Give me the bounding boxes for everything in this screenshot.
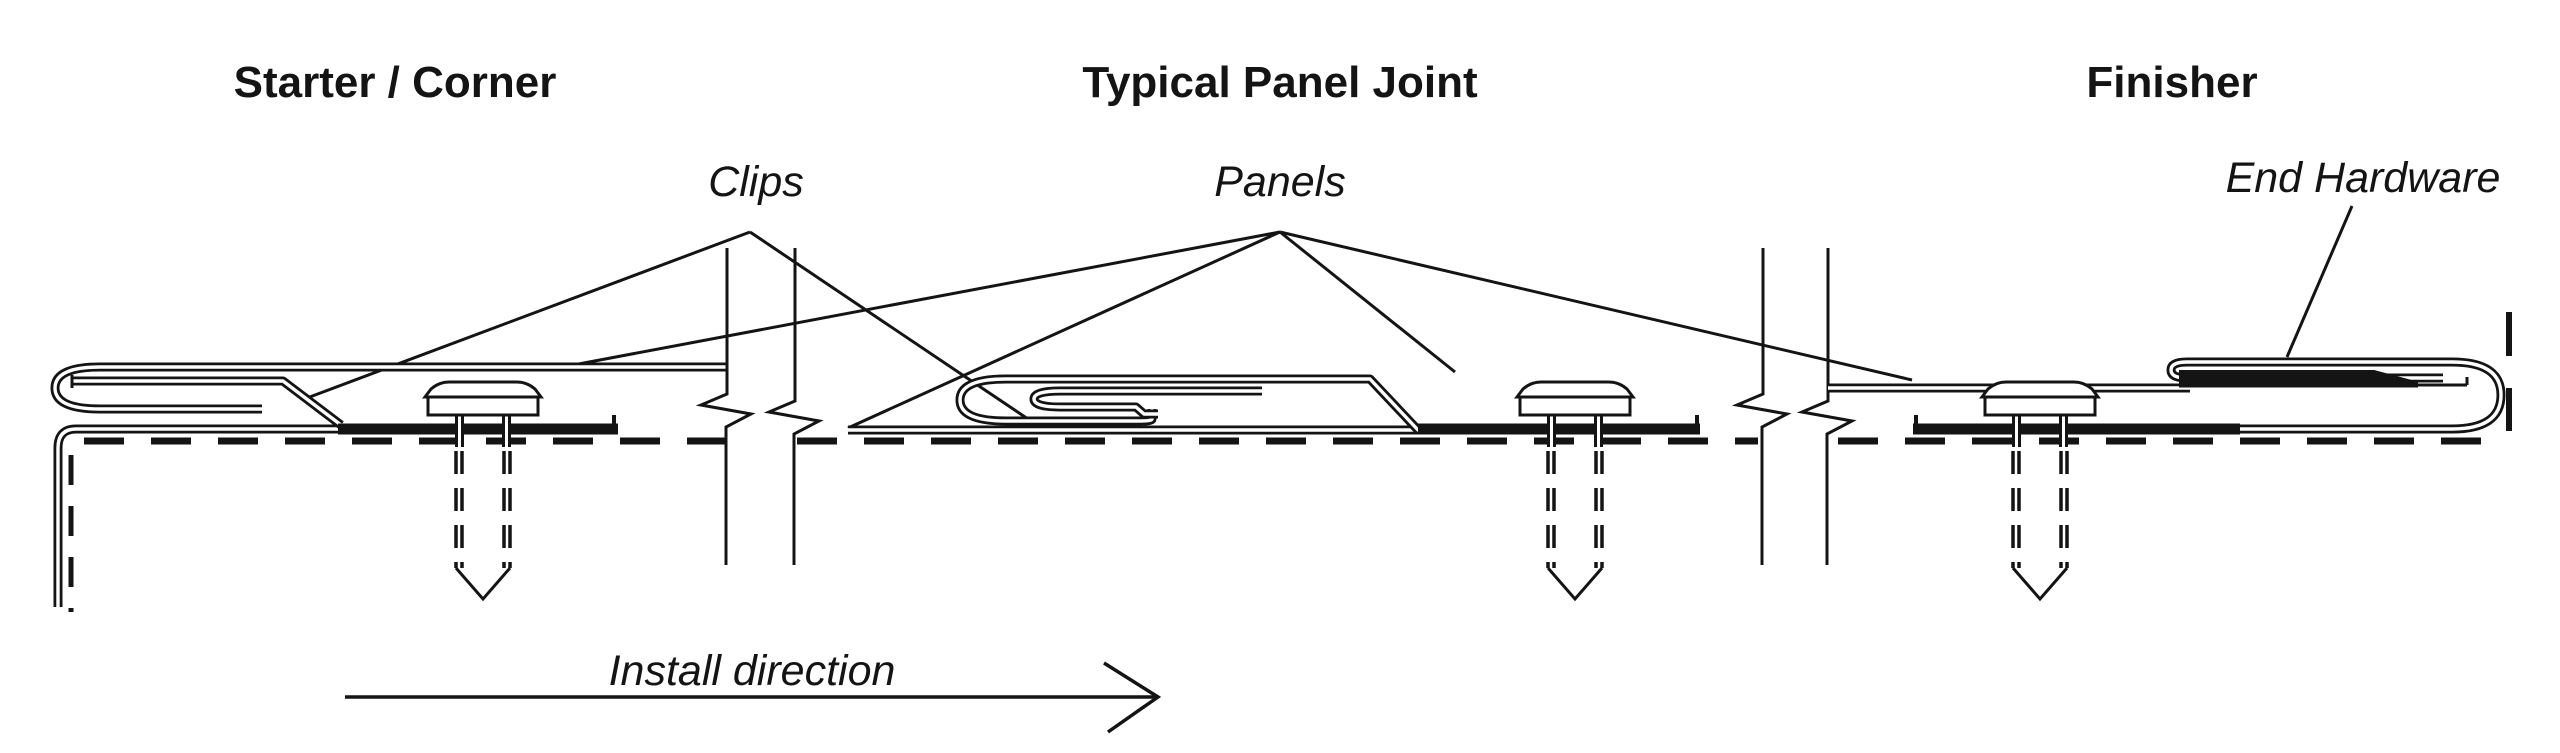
section-heading-starter-corner: Starter / Corner	[234, 58, 557, 107]
end-hardware-leader-line	[2285, 205, 2354, 358]
break-line	[695, 248, 756, 565]
starter-cleat-line	[72, 376, 344, 429]
clips-leader-to-starter-clip	[306, 230, 751, 400]
panels-leader-lines	[567, 230, 1913, 430]
callout-end-hardware-label: End Hardware	[2226, 154, 2501, 202]
starter-corner-profile	[50, 362, 727, 612]
section-heading-typical-panel-joint: Typical Panel Joint	[1082, 58, 1478, 107]
panels-leader-to-panel-pan	[847, 230, 1281, 430]
break-line	[763, 248, 824, 565]
typical-panel-joint-profile	[848, 374, 1700, 435]
section-heading-finisher: Finisher	[2086, 58, 2257, 107]
install-direction-annotation: Install direction	[345, 647, 1162, 734]
finisher-profile	[1828, 312, 2512, 435]
break-lines-right	[1731, 248, 1857, 565]
clips-leader-to-joint-clip	[749, 230, 1029, 421]
install-direction-label: Install direction	[609, 647, 896, 695]
clip-fastener-finisher	[1982, 382, 2098, 599]
panels-leader-to-starter-panel	[567, 230, 1281, 368]
clips-leader-lines	[306, 230, 1029, 421]
panel-hem-inner-line	[1029, 386, 1262, 419]
panels-leader-to-finisher-panel	[1279, 230, 1913, 382]
install-direction-arrow-head	[1103, 661, 1162, 734]
callout-clips-label: Clips	[708, 158, 804, 206]
corner-trim-line	[53, 424, 618, 607]
starter-panel-hem-line	[50, 362, 727, 414]
panels-leader-to-joint-panel	[1279, 230, 1456, 374]
clip-fastener-joint	[1517, 382, 1633, 599]
break-line	[1796, 248, 1857, 565]
callout-panels-label: Panels	[1214, 158, 1345, 206]
clip-fastener-starter	[425, 382, 541, 599]
break-line	[1731, 248, 1792, 565]
finisher-panel-end-hem	[2179, 370, 2418, 388]
break-lines-left	[695, 248, 824, 565]
